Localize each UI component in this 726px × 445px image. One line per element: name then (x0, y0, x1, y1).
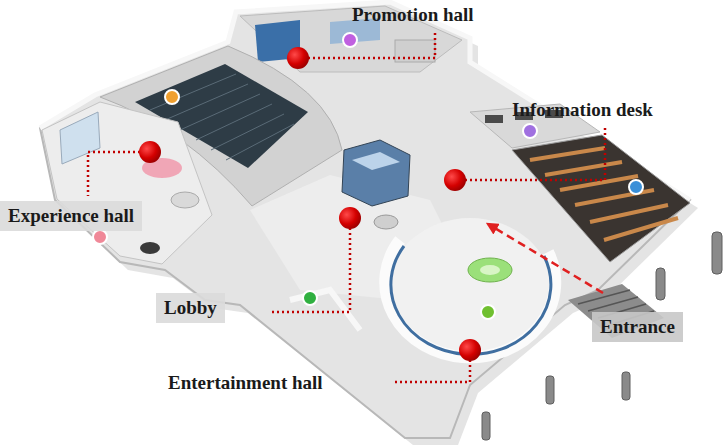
leader-lines (272, 218, 350, 312)
callout-dots (444, 169, 466, 191)
zone-dots (93, 230, 107, 244)
auditorium (165, 84, 248, 120)
experience-room (42, 102, 212, 264)
entertainment-structure (391, 246, 551, 354)
entertainment-structure (385, 218, 555, 362)
zone-dots (303, 291, 317, 305)
columns (712, 232, 722, 274)
seminar-room (512, 135, 690, 262)
zone-dots (165, 90, 179, 104)
columns (656, 268, 665, 300)
leader-lines (298, 32, 435, 58)
columns (622, 372, 630, 400)
seminar-room (604, 218, 678, 240)
information-kiosk (352, 152, 400, 170)
zone-dots (523, 124, 537, 138)
callout-label: Lobby (156, 293, 225, 323)
experience-room (140, 242, 160, 254)
seminar-room (530, 148, 678, 240)
zone-dots (629, 180, 643, 194)
seminar-room (545, 162, 622, 175)
entertainment-structure (480, 265, 500, 275)
leader-lines (88, 32, 605, 382)
leader-lines (455, 128, 605, 180)
experience-room (171, 192, 199, 208)
seminar-room (575, 190, 654, 205)
seminar-room (512, 135, 690, 262)
auditorium (150, 74, 236, 110)
seminar-room (590, 205, 668, 222)
callout-dots (459, 339, 481, 361)
callout-dots (287, 47, 309, 69)
callout-label: Entrance (592, 312, 683, 342)
auditorium (226, 124, 294, 160)
callout-dots (339, 207, 361, 229)
information-kiosk (342, 140, 410, 206)
auditorium (180, 94, 260, 130)
leader-lines (392, 350, 470, 382)
zone-dots (343, 33, 357, 47)
callout-label: Experience hall (0, 201, 142, 231)
information-kiosk (374, 215, 398, 229)
seminar-room (560, 176, 638, 190)
columns (546, 376, 554, 404)
auditorium (211, 114, 284, 150)
columns (482, 412, 490, 440)
entrance-arrow (488, 224, 603, 293)
callout-dots (139, 47, 481, 361)
auditorium (135, 64, 308, 168)
columns (482, 232, 722, 440)
callout-label: Entertainment hall (168, 372, 323, 394)
leader-lines (88, 152, 150, 196)
seminar-room (530, 148, 605, 160)
auditorium (196, 104, 272, 140)
callout-dots (139, 141, 161, 163)
callout-label: Information desk (512, 99, 653, 121)
entertainment-structure (468, 258, 512, 282)
office-room (485, 115, 503, 123)
entrance-arrow (488, 224, 603, 293)
callout-label: Promotion hall (352, 4, 474, 26)
experience-room (60, 112, 100, 164)
zone-dots (481, 305, 495, 319)
experience-room (42, 102, 212, 264)
zone-dots (93, 33, 643, 319)
